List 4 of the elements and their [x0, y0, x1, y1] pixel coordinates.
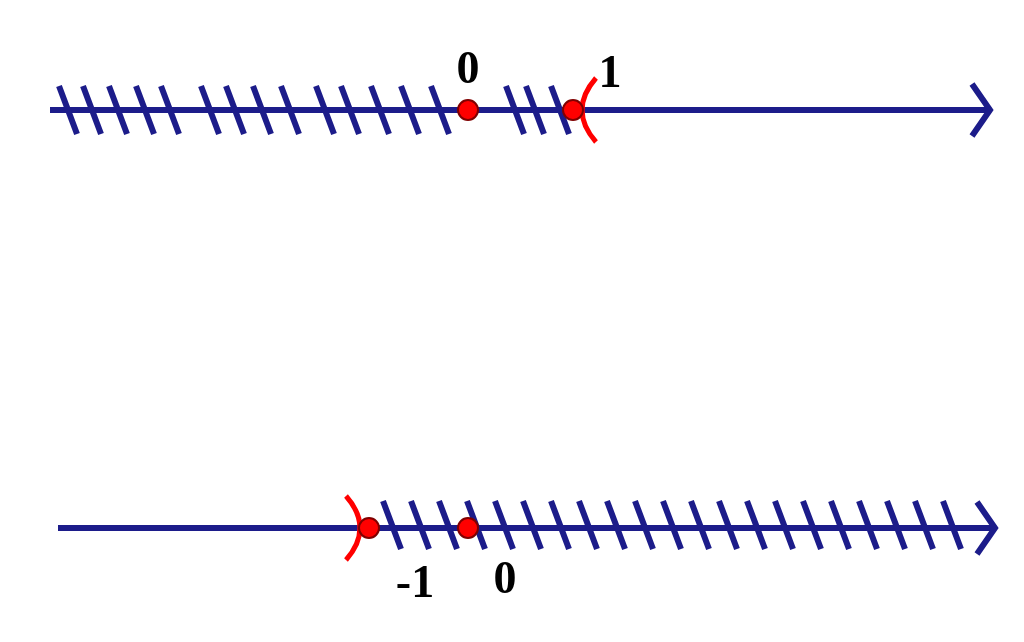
tick-label: 1 — [598, 49, 622, 95]
tick-label: 0 — [493, 555, 517, 601]
tick-label: 0 — [456, 45, 480, 91]
tick-label: -1 — [395, 559, 435, 605]
